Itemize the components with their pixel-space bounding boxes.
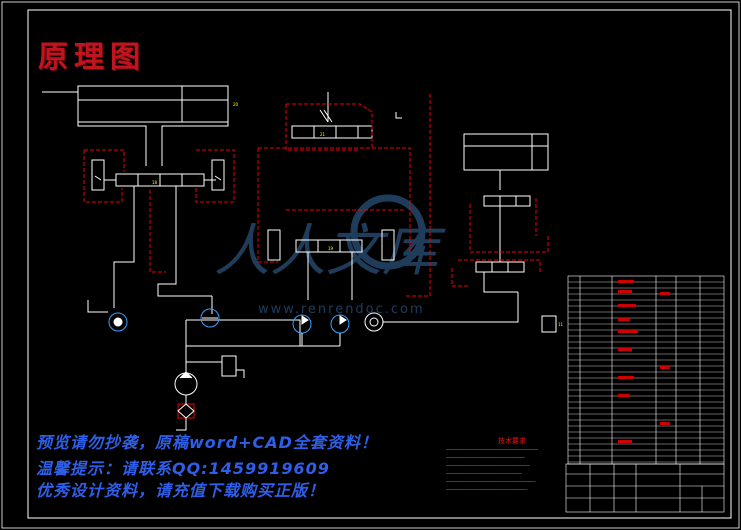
svg-text:18: 18 bbox=[152, 180, 158, 185]
diagram-title: 原理图 bbox=[38, 40, 146, 75]
left-directional-valve: 18 bbox=[104, 173, 216, 187]
watermark: 人人文库 www.renrendoc.com bbox=[214, 194, 446, 317]
svg-text:21: 21 bbox=[320, 132, 326, 137]
middle-valve-2: 19 bbox=[267, 229, 395, 300]
pump-motor-row bbox=[108, 292, 519, 346]
technical-note-line: ━━━━━━━━━━━━━━━━━━━━━━━━━━━━━ bbox=[446, 456, 525, 461]
power-unit bbox=[174, 355, 245, 431]
bom-table bbox=[567, 275, 725, 465]
technical-requirements-title: 技术要求 bbox=[498, 437, 526, 445]
promo-line-2: 温馨提示：请联系QQ:1459919609 bbox=[36, 459, 330, 478]
technical-note-line: ━━━━━━━━━━━━━━━━━━━━━━━━━━━━━━━━━ bbox=[446, 480, 536, 485]
right-cylinder bbox=[463, 133, 549, 190]
promo-line-3: 优秀设计资料，请充值下载购买正版！ bbox=[36, 481, 326, 500]
middle-control-lines bbox=[257, 94, 431, 297]
middle-top-valve: 21 bbox=[291, 92, 402, 139]
technical-note-line: ━━━━━━━━━━━━━━━━━━━━━━━━━━━━ bbox=[446, 472, 522, 477]
bom-red-cells bbox=[618, 280, 670, 443]
left-control-lines bbox=[83, 149, 235, 273]
left-pressure-valves bbox=[91, 159, 225, 191]
right-valves: 11 bbox=[475, 195, 564, 333]
left-hydraulic-lines bbox=[87, 186, 340, 372]
main-cylinder: 20 bbox=[42, 85, 239, 166]
technical-note-line: ━━━━━━━━━━━━━━━━━━━━━━━━━━━━━━ bbox=[446, 488, 528, 493]
right-control-lines bbox=[451, 198, 549, 287]
technical-note-line: ━━━━━━━━━━━━━━━━━━━━━━━━━━━━━━━━━━ bbox=[446, 448, 539, 453]
svg-text:20: 20 bbox=[233, 102, 239, 107]
promo-line-1: 预览请勿抄袭，原稿word+CAD全套资料！ bbox=[36, 433, 378, 452]
title-block bbox=[565, 463, 725, 513]
svg-text:19: 19 bbox=[328, 246, 334, 251]
bom-rows bbox=[568, 281, 724, 463]
watermark-url: www.renrendoc.com bbox=[258, 302, 425, 317]
technical-note-line: ━━━━━━━━━━━━━━━━━━━━━━━━━━━━━━━ bbox=[446, 464, 530, 469]
svg-text:11: 11 bbox=[558, 322, 564, 327]
